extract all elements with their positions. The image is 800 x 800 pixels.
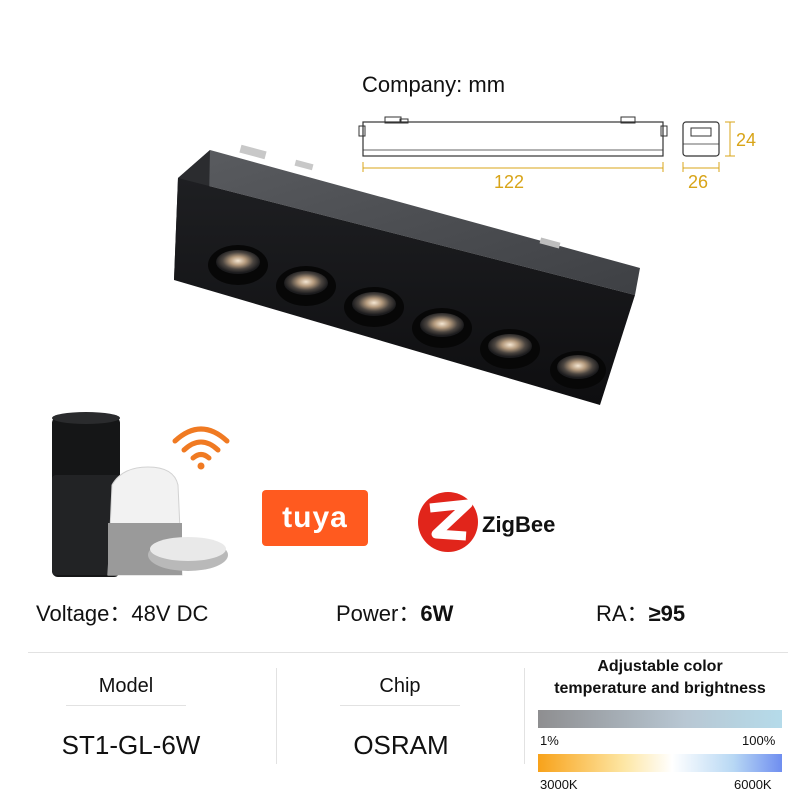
chip-header: Chip <box>379 675 421 697</box>
brightness-bar <box>538 710 782 728</box>
adjustable-heading: Adjustable color temperature and brightn… <box>528 656 792 700</box>
power-label: Power： <box>336 601 421 626</box>
ra-value: ≥95 <box>648 601 686 626</box>
power-value: 6W <box>420 601 454 626</box>
cct-min-label: 3000K <box>540 777 578 792</box>
dimension-drawing <box>358 116 735 172</box>
zigbee-logo <box>416 490 480 554</box>
ra-label: RA： <box>596 601 649 626</box>
ra-spec: RA：≥95 <box>596 596 685 628</box>
length-dimension: 122 <box>494 172 525 192</box>
led-lenses <box>208 245 606 389</box>
tuya-logo-text: tuya <box>282 501 348 534</box>
chip-value: OSRAM <box>353 730 449 760</box>
tuya-logo: tuya <box>262 490 368 546</box>
column-divider <box>524 668 525 764</box>
height-dimension: 24 <box>736 130 757 150</box>
power-spec: Power：6W <box>336 596 453 628</box>
model-value: ST1-GL-6W <box>61 730 201 760</box>
color-temperature-bar <box>538 754 782 772</box>
side-view-outline <box>362 121 664 157</box>
end-view-outline <box>682 121 720 157</box>
dimension-title: Company: mm <box>362 72 506 97</box>
voltage-value: 48V DC <box>131 601 209 626</box>
cct-max-label: 6000K <box>734 777 772 792</box>
model-underline <box>66 705 186 706</box>
width-dimension: 26 <box>688 172 709 192</box>
linear-light-product-image <box>174 144 640 405</box>
brightness-max-label: 100% <box>742 733 776 748</box>
voltage-label: Voltage： <box>36 601 132 626</box>
chip-underline <box>340 705 460 706</box>
model-header: Model <box>98 675 154 697</box>
table-top-divider <box>28 652 788 653</box>
column-divider <box>276 668 277 764</box>
zigbee-logo-text: ZigBee <box>482 512 556 537</box>
brightness-min-label: 1% <box>540 733 559 748</box>
smart-speaker-icon <box>52 412 230 577</box>
wifi-icon <box>172 426 230 470</box>
adjustable-line-2: temperature and brightness <box>554 680 766 697</box>
adjustable-line-1: Adjustable color <box>597 658 723 675</box>
voltage-spec: Voltage：48V DC <box>36 596 208 628</box>
